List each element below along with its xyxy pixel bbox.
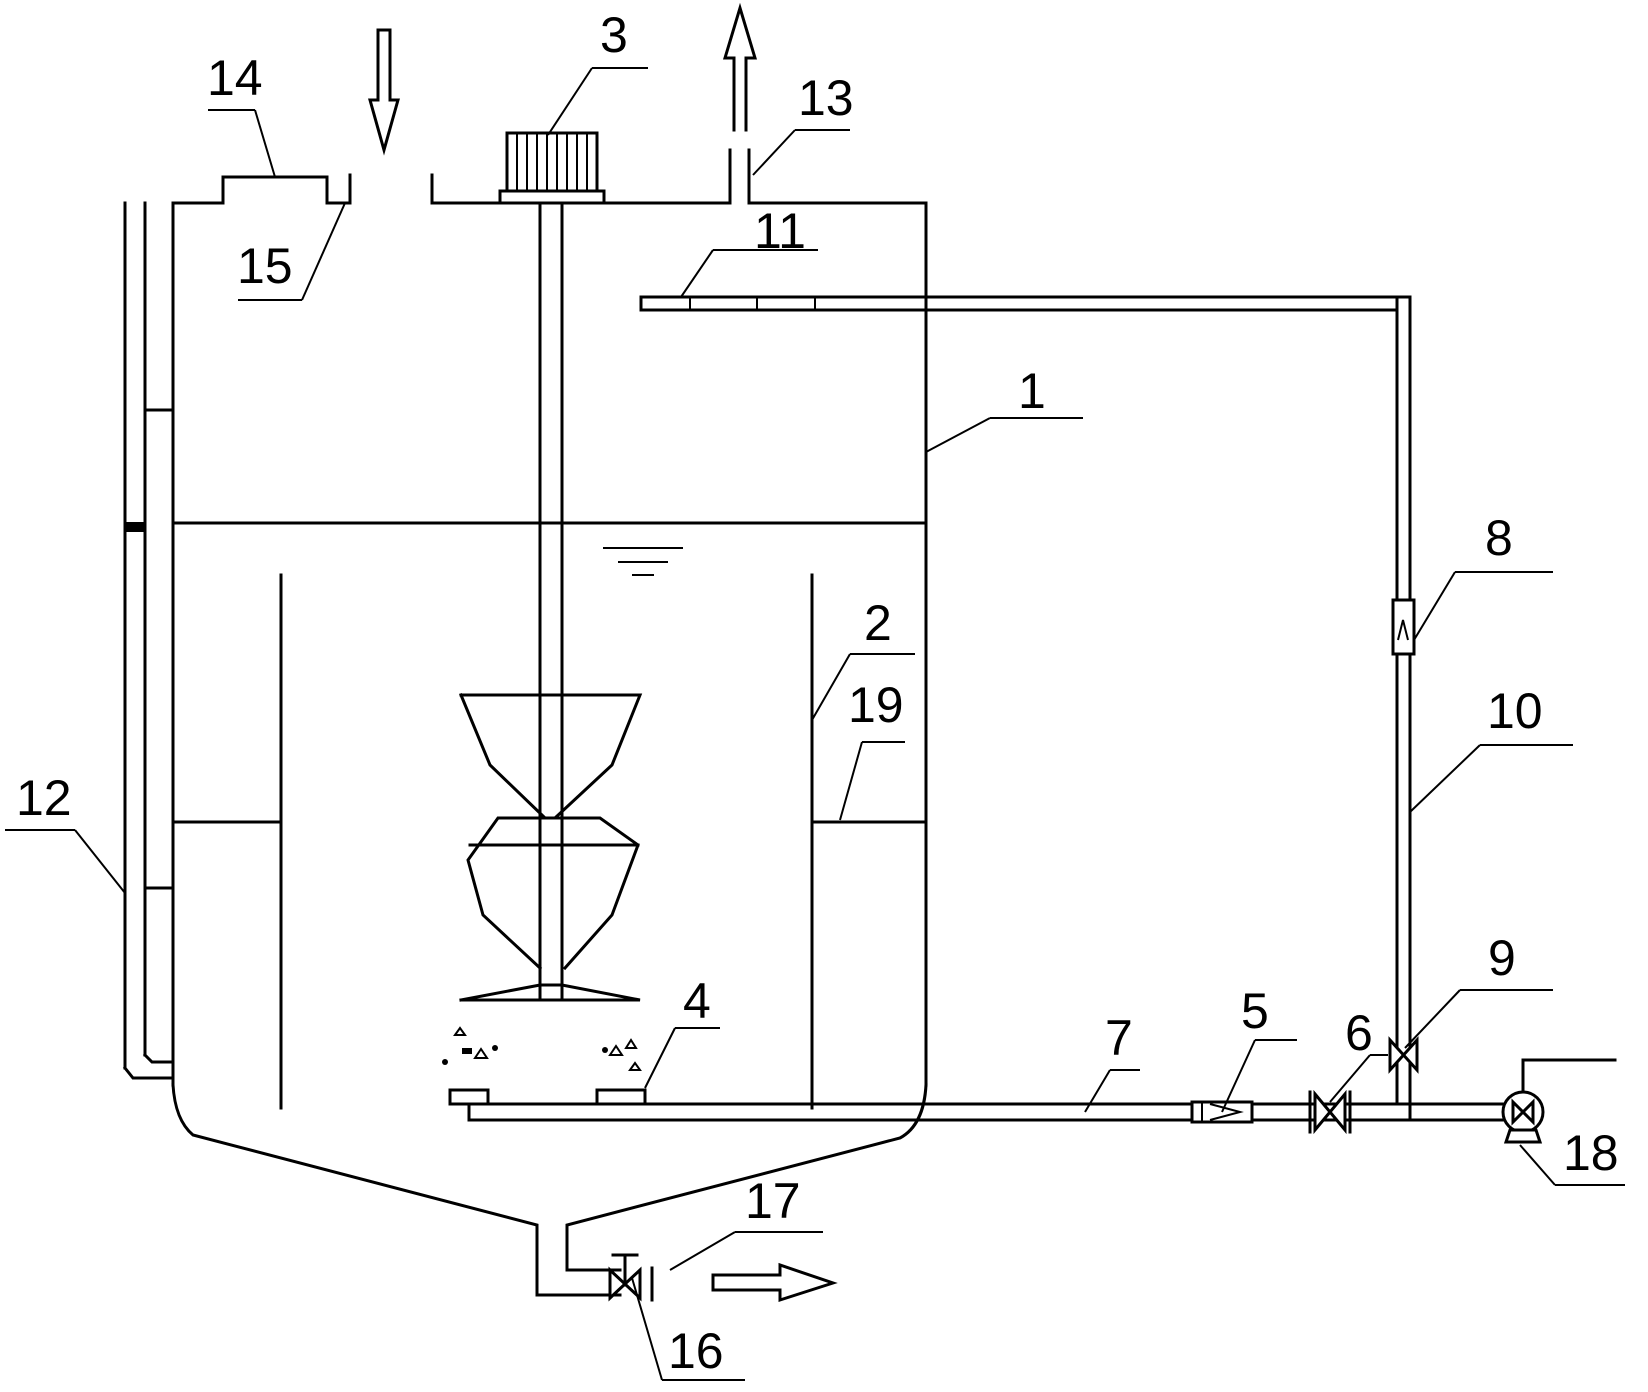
pump-18 [1501, 1058, 1617, 1144]
leader-lines [5, 67, 1625, 1381]
return-line [1395, 295, 1412, 1122]
label-8: 8 [1485, 510, 1513, 566]
label-17: 17 [745, 1173, 801, 1229]
baffles [171, 573, 928, 1110]
agitator-motor [498, 131, 606, 205]
label-16: 16 [668, 1323, 724, 1379]
label-3: 3 [600, 7, 628, 63]
label-12: 12 [16, 770, 72, 826]
aerators [442, 1026, 647, 1106]
label-10: 10 [1487, 683, 1543, 739]
agitator-impeller [459, 693, 643, 1002]
label-15: 15 [237, 238, 293, 294]
label-2: 2 [864, 595, 892, 651]
labels: 1 2 3 4 5 6 7 8 9 10 11 12 13 14 15 16 1… [16, 7, 1619, 1379]
label-7: 7 [1105, 1010, 1133, 1066]
level-gauge-12 [122, 201, 175, 1080]
inlet-arrow [368, 28, 400, 156]
valve-9 [1388, 1036, 1419, 1074]
label-19: 19 [848, 677, 904, 733]
spray-pipe-11 [639, 295, 1412, 312]
valve-6 [1308, 1089, 1352, 1135]
check-valve-8 [1391, 598, 1416, 656]
drain-valve-16 [608, 1253, 654, 1302]
label-18: 18 [1563, 1125, 1619, 1181]
air-pipe [467, 1102, 1504, 1122]
tank-body [171, 148, 928, 1297]
label-4: 4 [683, 973, 711, 1029]
gas-outlet-arrow [722, 2, 758, 132]
discharge-arrow [711, 1262, 838, 1303]
label-9: 9 [1488, 930, 1516, 986]
label-1: 1 [1018, 363, 1046, 419]
label-11: 11 [754, 203, 806, 259]
label-13: 13 [798, 70, 854, 126]
label-5: 5 [1241, 983, 1269, 1039]
label-14: 14 [207, 50, 263, 106]
agitator-shaft [538, 201, 564, 1002]
label-6: 6 [1345, 1005, 1373, 1061]
